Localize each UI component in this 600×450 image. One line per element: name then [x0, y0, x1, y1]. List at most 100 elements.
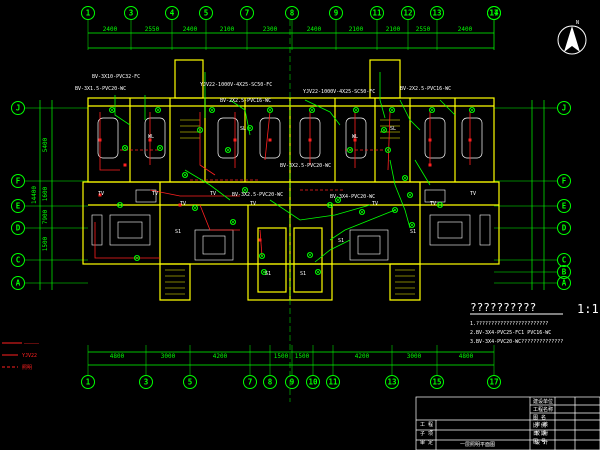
axis-bubble-top: 5	[199, 6, 213, 20]
room-label: SL	[390, 126, 396, 132]
room-label: TV	[98, 191, 104, 197]
axis-bubble-bottom: 3	[139, 375, 153, 389]
lamp-icon	[108, 106, 116, 114]
lamp-icon	[428, 106, 436, 114]
axis-label: 5	[204, 9, 209, 18]
axis-bubble-bottom: 9	[285, 375, 299, 389]
title-block-label: 审 定	[420, 439, 433, 446]
lamp-icon	[308, 106, 316, 114]
axis-bubble-top: 8	[285, 6, 299, 20]
title-block-field: 建设单位	[533, 398, 553, 405]
axis-label: 9	[334, 9, 339, 18]
switch-icon	[98, 193, 102, 197]
lamp-icon	[224, 146, 232, 154]
axis-label: 1	[86, 9, 91, 18]
lamp-icon	[406, 191, 414, 199]
dimension-text: 3000	[161, 353, 176, 360]
dimension-text: 4200	[355, 353, 370, 360]
axis-bubble-top: 11	[370, 6, 384, 20]
garage-cars	[97, 117, 483, 159]
axis-bubble-top: 12	[401, 6, 415, 20]
axis-label: D	[16, 224, 21, 233]
lamp-icon	[258, 252, 266, 260]
title-block-label: 审 核	[535, 421, 548, 428]
lamp-icon	[384, 146, 392, 154]
axis-label: 9	[290, 378, 295, 387]
axis-label: E	[562, 202, 567, 211]
title-block	[415, 396, 600, 450]
dimension-text: 2100	[349, 26, 364, 33]
title-block-field: 工程名称	[533, 406, 553, 413]
power-circuits	[114, 72, 456, 263]
axis-bubble-left: E	[11, 199, 25, 213]
lamp-icon	[436, 201, 444, 209]
axis-bubble-right: D	[557, 221, 571, 235]
switch-icon	[428, 138, 432, 142]
cable-note: BV-3X1.5-PVC20-WC	[75, 86, 126, 92]
axis-label: 14	[489, 9, 499, 18]
cable-note: BV-2X2.5-PVC16-WC	[400, 86, 451, 92]
room-label: SL	[240, 126, 246, 132]
room-label: S1	[338, 238, 344, 244]
axis-bubble-left: D	[11, 221, 25, 235]
axis-label: 13	[387, 378, 397, 387]
axis-label: 8	[268, 378, 273, 387]
room-label: TV	[250, 201, 256, 207]
dimension-text: 5400	[42, 137, 49, 152]
dimension-text: 3000	[407, 353, 422, 360]
lamp-icon	[156, 144, 164, 152]
legend-item-3: 照明	[22, 365, 32, 371]
axis-bubble-bottom: 7	[243, 375, 257, 389]
legend-item-1: —————	[24, 341, 40, 347]
lamp-icon	[306, 251, 314, 259]
room-label: WL	[352, 134, 358, 140]
lamp-icon	[208, 106, 216, 114]
room-label: TV	[430, 201, 436, 207]
axis-label: 3	[129, 9, 134, 18]
note-1: 1.????????????????????????	[470, 321, 548, 327]
room-label: S1	[300, 271, 306, 277]
axis-bubble-top: 17	[487, 6, 501, 20]
lamp-icon	[391, 206, 399, 214]
title-block-label: 校 对	[535, 430, 548, 437]
axis-bubble-right: E	[557, 199, 571, 213]
axis-bubble-left: A	[11, 276, 25, 290]
room-label: TV	[210, 191, 216, 197]
switch-icon	[428, 163, 432, 167]
axis-bubble-bottom: 13	[385, 375, 399, 389]
title-block-field: 日 期	[533, 431, 546, 437]
room-label: S1	[410, 229, 416, 235]
dimension-text: 1600	[42, 186, 49, 201]
axis-label: 15	[432, 378, 441, 387]
axis-bubble-bottom: 5	[183, 375, 197, 389]
axis-bubble-right: A	[557, 276, 571, 290]
cable-callouts: BV-3X1.5-PVC20-WCBV-3X10-PVC32-FCYJV22-1…	[75, 74, 451, 200]
cable-note: BV-3X4-PVC20-WC	[330, 194, 375, 200]
axis-bubble-bottom: 1	[81, 375, 95, 389]
north-arrow: N	[557, 20, 587, 55]
stairs	[165, 119, 415, 295]
switch-icon	[268, 138, 272, 142]
lamp-icon	[246, 124, 254, 132]
note-3: 3.BV-3X4-PVC20-WC??????????????	[470, 339, 563, 345]
switch-icon	[258, 238, 262, 242]
room-label: WL	[148, 134, 154, 140]
axis-bubble-right: F	[557, 174, 571, 188]
axis-label: J	[562, 104, 567, 113]
axis-label: 5	[188, 378, 193, 387]
cable-note: YJV22-1000V-4X25-SC50-FC	[303, 89, 375, 95]
axis-label: 11	[372, 9, 382, 18]
dimension-text: 2400	[307, 26, 322, 33]
lamp-icon	[388, 106, 396, 114]
axis-label: C	[16, 256, 21, 265]
switch-icon	[468, 138, 472, 142]
switch-icon	[308, 138, 312, 142]
lamp-icon	[266, 106, 274, 114]
lamp-icon	[346, 146, 354, 154]
lamp-icon	[133, 254, 141, 262]
cable-note: BV-2X2.5-PVC16-WC	[220, 98, 271, 104]
